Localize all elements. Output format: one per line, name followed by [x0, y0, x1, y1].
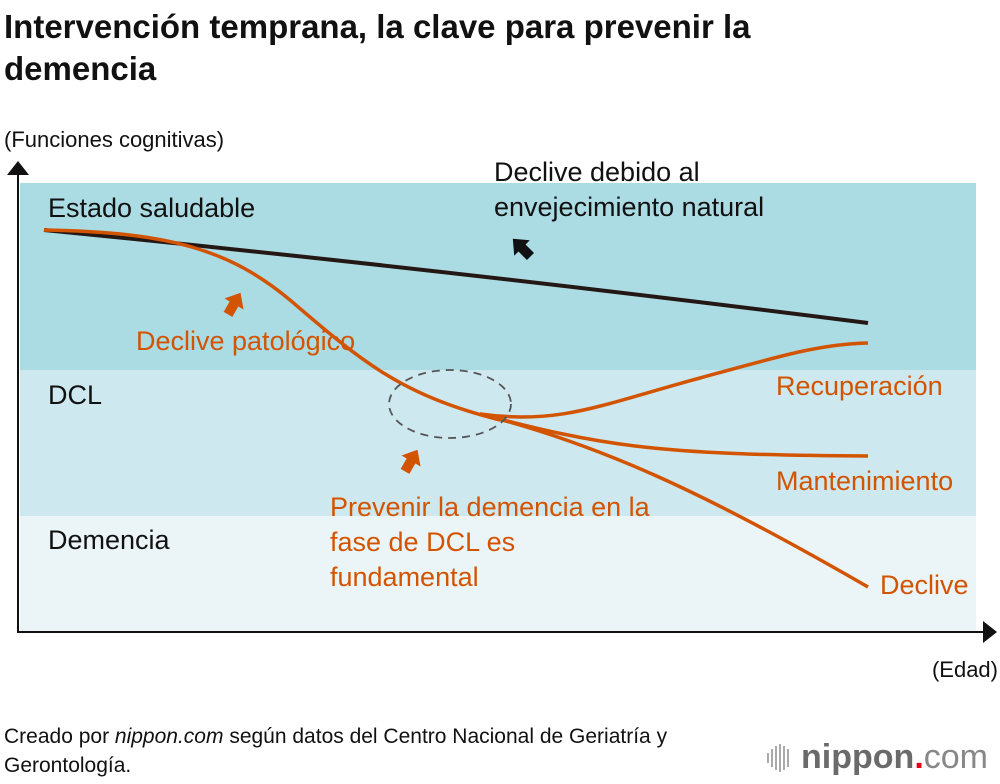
prevent-arrow-icon [400, 449, 421, 474]
footer-prefix: Creado por [4, 725, 115, 748]
x-axis-arrow-icon [983, 621, 997, 643]
logo-name: nippon [801, 738, 915, 776]
zone-mci [20, 370, 976, 516]
footer-source: nippon.com [114, 725, 224, 748]
decline-line [479, 412, 869, 589]
title: Intervención temprana, la clave para pre… [4, 8, 751, 87]
y-axis-arrow-icon [7, 161, 29, 175]
nippon-logo: nippon.com [767, 738, 988, 777]
logo-bars-icon [767, 743, 790, 772]
zone-dementia [20, 516, 976, 632]
decline-label: Declive [880, 570, 969, 600]
footer-credit: Creado por nippon.com según datos del Ce… [4, 722, 704, 780]
zone-label-healthy: Estado saludable [48, 193, 256, 223]
footer-suffix: según datos del Centro Nacional de Geria… [4, 725, 668, 777]
natural-arrow-icon [512, 238, 535, 261]
x-axis-label: (Edad) [931, 657, 998, 682]
zone-label-mci: DCL [48, 380, 103, 410]
natural-decline-line [43, 228, 869, 325]
logo-dot: . [914, 738, 924, 776]
natural-decline-label: Declive debido al envejecimiento natural [494, 157, 765, 222]
prevent-label: Prevenir la demencia en la fase de DCL e… [330, 492, 650, 592]
maintenance-label: Mantenimiento [776, 466, 954, 496]
recovery-label: Recuperación [776, 371, 943, 401]
logo-tld: com [923, 738, 988, 776]
mci-intervention-circle [388, 369, 512, 439]
pathological-arrow-icon [223, 292, 244, 317]
recovery-line [479, 341, 869, 419]
zone-label-dementia: Demencia [48, 525, 170, 555]
pathological-decline-label: Declive patológico [136, 326, 356, 356]
y-axis-label: (Funciones cognitivas) [4, 127, 225, 152]
pathological-decline-line [43, 228, 501, 422]
